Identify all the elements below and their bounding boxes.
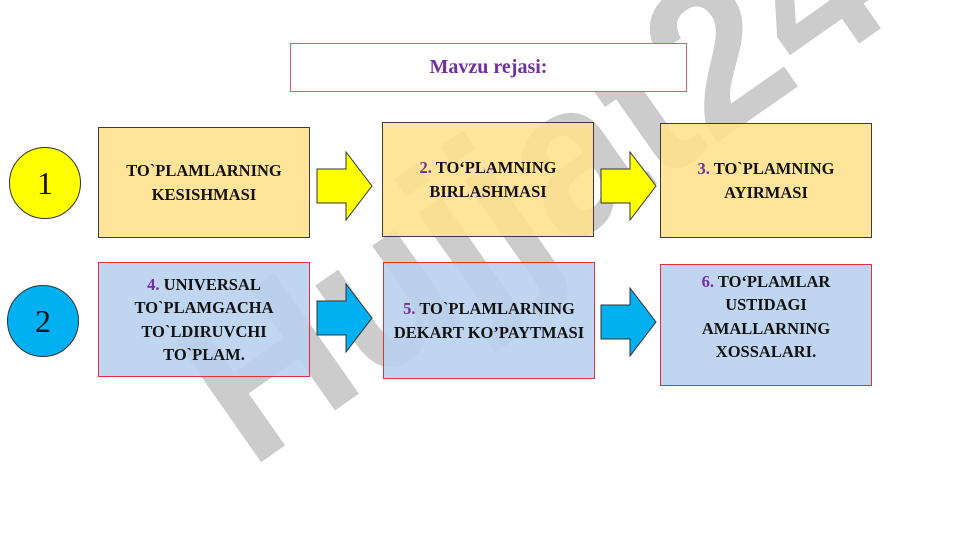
topic-box-6: 6. TO‘PLAMLAR USTIDAGI AMALLARNING XOSSA… xyxy=(660,264,872,386)
topic-5-text: TO`PLAMLARNING DEKART KO’PAYTMASI xyxy=(393,299,585,342)
topic-6-number: 6. xyxy=(701,272,715,291)
topic-box-4: 4. UNIVERSAL TO`PLAMGACHA TO`LDIRUVCHI T… xyxy=(98,262,310,377)
arrow-right-icon xyxy=(316,151,373,221)
arrow-right-icon xyxy=(600,151,657,221)
topic-1-text: TO`PLAMLARNING KESISHMASI xyxy=(126,161,282,204)
topic-box-2: 2. TO‘PLAMNING BIRLASHMASI xyxy=(382,122,594,237)
topic-6-text: TO‘PLAMLAR USTIDAGI AMALLARNING XOSSALAR… xyxy=(701,272,831,362)
row-1-number-badge: 1 xyxy=(9,147,81,219)
arrow-right-icon xyxy=(600,287,657,357)
row-2-number-badge: 2 xyxy=(7,285,79,357)
topic-box-5: 5. TO`PLAMLARNING DEKART KO’PAYTMASI xyxy=(383,262,595,379)
arrow-right-icon xyxy=(316,283,373,353)
topic-3-number: 3. xyxy=(697,159,710,179)
topic-4-text: UNIVERSAL TO`PLAMGACHA TO`LDIRUVCHI TO`P… xyxy=(134,274,274,364)
page-title: Mavzu rejasi: xyxy=(290,43,687,92)
topic-box-3: 3. TO`PLAMNING AYIRMASI xyxy=(660,123,872,238)
topic-2-text: TO‘PLAMNING BIRLASHMASI xyxy=(429,158,557,201)
topic-2-number: 2. xyxy=(419,158,432,178)
topic-box-1: TO`PLAMLARNING KESISHMASI xyxy=(98,127,310,238)
topic-5-number: 5. xyxy=(403,299,416,319)
topic-3-text: TO`PLAMNING AYIRMASI xyxy=(713,159,835,202)
topic-4-number: 4. xyxy=(147,274,160,294)
